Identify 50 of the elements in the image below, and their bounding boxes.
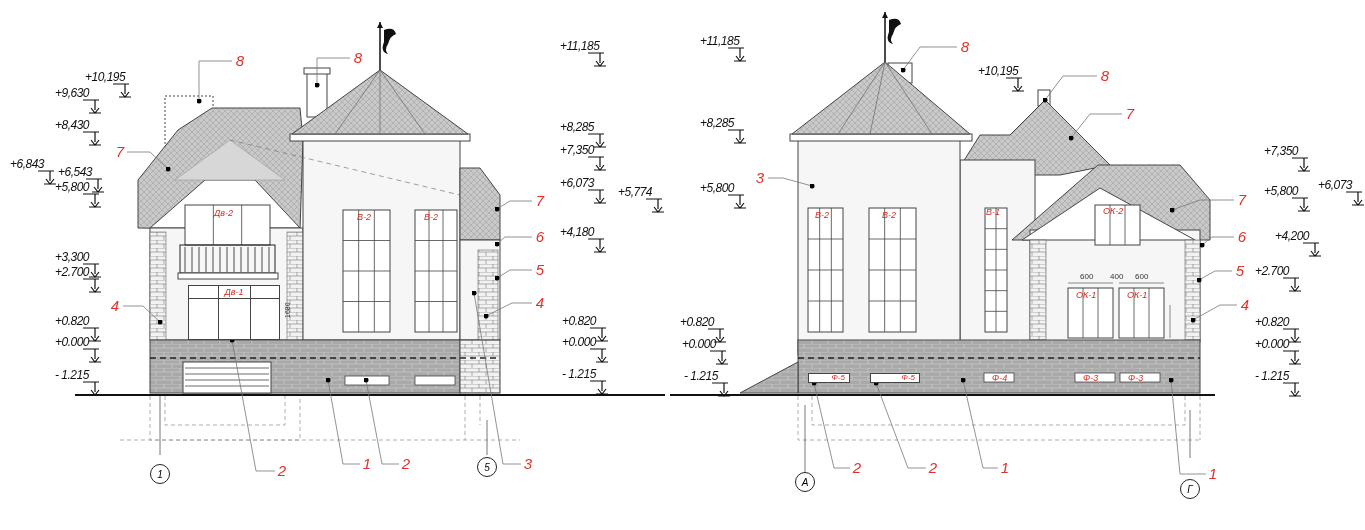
elevation-mark: - 1.215 — [55, 369, 89, 381]
elevation-mark: +5,774 — [618, 186, 653, 198]
window-mark: ОК-2 — [1103, 207, 1124, 216]
elevation-mark: +2.700 — [55, 266, 90, 278]
elevation-mark: +5,800 — [1264, 185, 1299, 197]
elevation-mark: +10,195 — [978, 65, 1019, 77]
elevation-mark: +8,285 — [560, 121, 595, 133]
window-mark: В-1 — [986, 208, 1000, 217]
elevation-mark: +3,300 — [55, 251, 90, 263]
elevation-mark: +10,195 — [85, 71, 126, 83]
elevation-mark: +0.820 — [562, 315, 597, 327]
elevation-mark: +2.700 — [1255, 265, 1290, 277]
elevation-mark: +5,800 — [700, 182, 735, 194]
window-mark: Ф-4 — [992, 374, 1008, 383]
elevation-mark: +9,630 — [55, 87, 90, 99]
elevation-mark: +8,430 — [55, 119, 90, 131]
elevation-mark: +6,543 — [58, 166, 93, 178]
window-mark: В-2 — [815, 211, 829, 220]
elevation-mark: +0.000 — [1255, 338, 1290, 350]
elevation-mark: +4,200 — [1275, 230, 1310, 242]
dimension-text: 600 — [1135, 273, 1149, 281]
dimension-text: 400 — [1110, 273, 1124, 281]
elevation-mark: +7,350 — [560, 144, 595, 156]
window-mark: Ф-3 — [1083, 374, 1099, 383]
window-mark: ОК-1 — [1076, 291, 1097, 300]
window-mark: В-2 — [357, 213, 371, 222]
window-mark: Дв-2 — [214, 209, 234, 218]
window-mark: В-2 — [882, 211, 896, 220]
elevation-mark: +7,350 — [1264, 145, 1299, 157]
elevation-mark: +4,180 — [560, 226, 595, 238]
window-mark: Ф-3 — [1128, 374, 1144, 383]
elevation-mark: - 1.215 — [1255, 370, 1289, 382]
window-mark: ОК-1 — [1127, 291, 1148, 300]
elevation-mark: +11,185 — [560, 40, 600, 52]
elevation-mark: +0.820 — [55, 315, 90, 327]
dimension-text: 600 — [1080, 273, 1094, 281]
elevation-mark: - 1.215 — [562, 368, 596, 380]
elevation-mark: +6,073 — [1318, 179, 1353, 191]
elevation-mark: +0.820 — [1255, 316, 1290, 328]
elevation-mark: +11,185 — [700, 35, 740, 47]
elevation-mark: +6,843 — [10, 158, 45, 170]
elevation-mark: +6,073 — [560, 177, 595, 189]
elevation-mark: - 1.215 — [684, 370, 718, 382]
window-mark: В-2 — [424, 213, 438, 222]
elevation-mark: +0.820 — [680, 316, 715, 328]
elevation-mark: +8,285 — [700, 117, 735, 129]
elevation-mark: +0.000 — [55, 336, 90, 348]
elevation-mark: +0.000 — [682, 338, 717, 350]
elevation-mark: +5,800 — [55, 181, 90, 193]
elevation-mark: +0.000 — [562, 336, 597, 348]
